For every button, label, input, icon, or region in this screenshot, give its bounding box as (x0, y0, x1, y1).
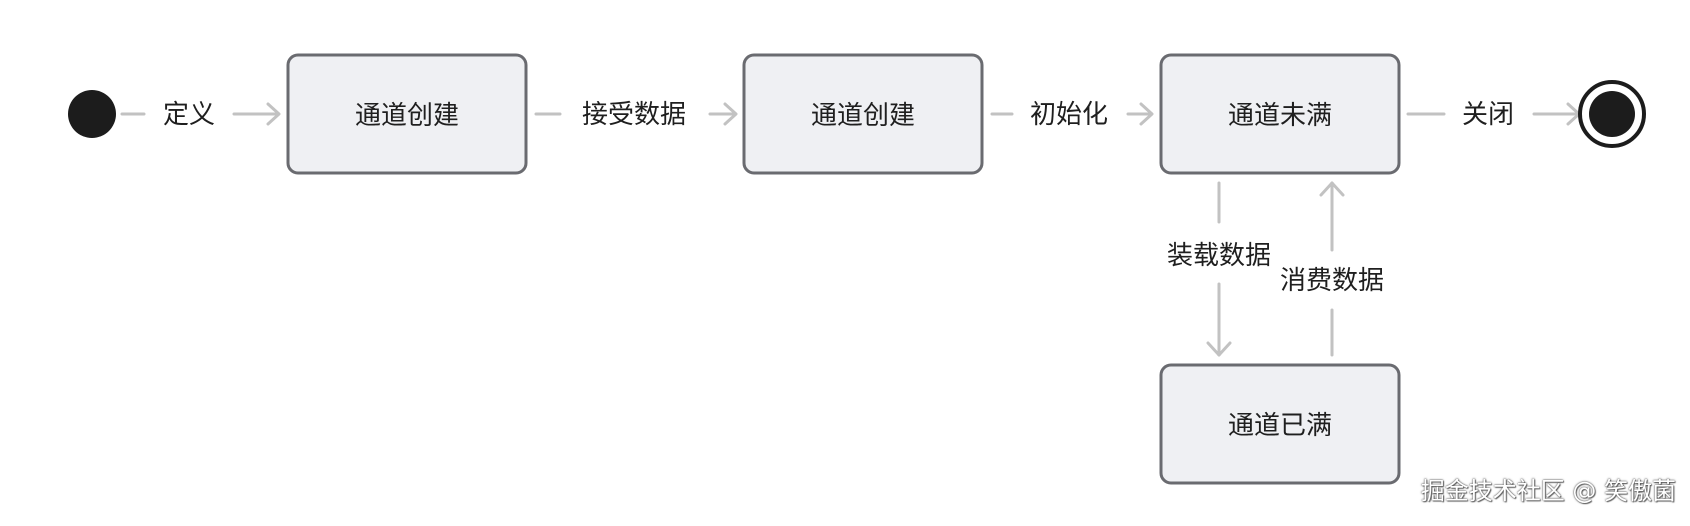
state-channel-not-full: 通道未满 (1159, 53, 1401, 175)
edge-label-load-data: 装载数据 (1167, 241, 1271, 271)
state-channel-created-2: 通道创建 (742, 53, 984, 175)
initial-state (68, 90, 116, 138)
edge-load-arrowhead (1206, 341, 1232, 357)
final-state-core (1589, 91, 1635, 137)
state-channel-full: 通道已满 (1159, 363, 1401, 485)
state-label: 通道创建 (355, 101, 459, 131)
state-channel-created-1: 通道创建 (286, 53, 528, 175)
edge-define-arrowhead (266, 102, 281, 126)
edge-consume-arrowhead (1319, 181, 1345, 197)
state-label: 通道已满 (1228, 411, 1332, 441)
edge-label-close: 关闭 (1462, 100, 1514, 130)
edge-label-initialize: 初始化 (1030, 100, 1108, 130)
state-label: 通道未满 (1228, 101, 1332, 131)
state-box (1159, 53, 1401, 175)
edge-init-arrowhead (1139, 102, 1154, 126)
final-state (1578, 80, 1646, 148)
state-box (742, 53, 984, 175)
edge-label-consume-data: 消费数据 (1280, 266, 1384, 296)
state-label: 通道创建 (811, 101, 915, 131)
edge-label-define: 定义 (163, 100, 215, 130)
edge-label-receive-data: 接受数据 (582, 100, 686, 130)
edge-receive-arrowhead (723, 102, 738, 126)
state-box (286, 53, 528, 175)
watermark: 掘金技术社区 @ 笑傲菌 (1420, 477, 1676, 505)
state-box (1159, 363, 1401, 485)
